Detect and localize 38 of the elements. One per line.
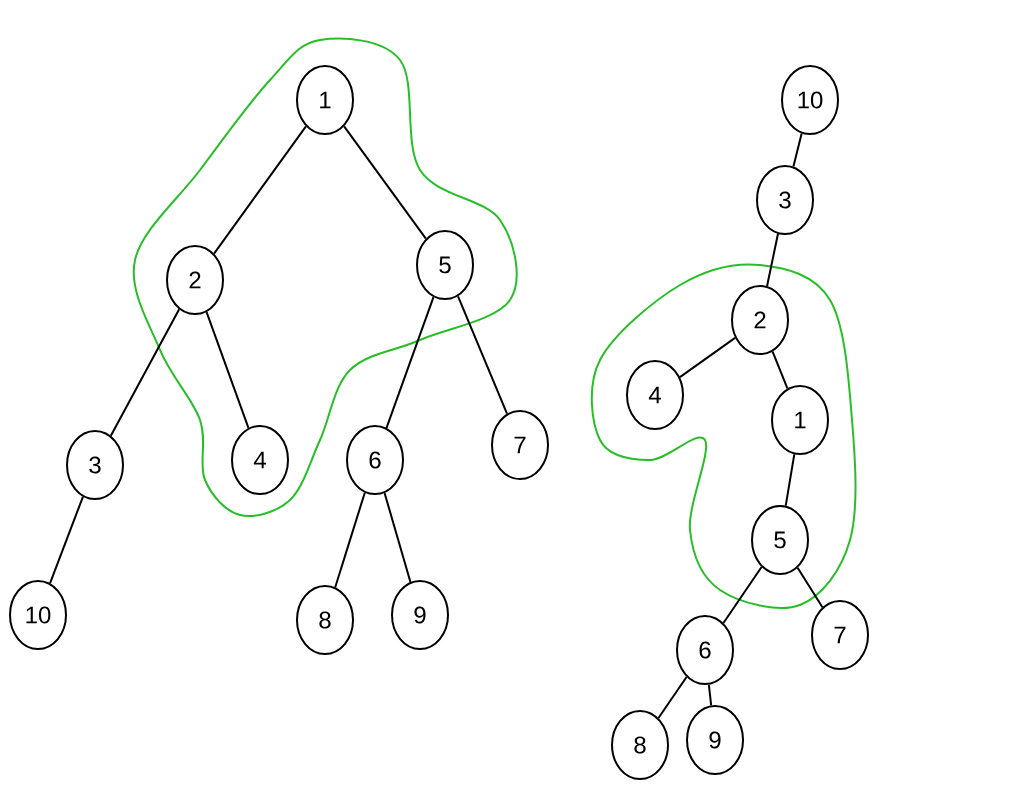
tree-node: 9 (686, 705, 744, 775)
tree-node: 2 (731, 285, 789, 355)
tree-node: 1 (771, 385, 829, 455)
edge-line (343, 125, 427, 240)
edge-line (213, 125, 307, 255)
tree-node: 7 (811, 600, 869, 670)
tree-node: 6 (346, 425, 404, 495)
edge-line (678, 336, 737, 379)
tree-node: 3 (756, 165, 814, 235)
tree-node: 10 (9, 580, 67, 650)
edge-line (771, 350, 789, 390)
tree-node: 8 (296, 585, 354, 655)
tree-node: 4 (626, 360, 684, 430)
edge-line (457, 295, 508, 415)
edge-line (796, 566, 824, 609)
tree-node: 3 (66, 430, 124, 500)
edge-line (784, 453, 796, 507)
edge-line (657, 676, 688, 719)
tree-node: 9 (391, 580, 449, 650)
tree-node: 5 (751, 505, 809, 575)
edge-line (766, 232, 779, 288)
edge-line (385, 296, 435, 429)
tree-node: 10 (781, 65, 839, 135)
edge-line (205, 311, 250, 429)
edge-line (722, 566, 763, 624)
edge-line (334, 491, 366, 589)
tree-node: 2 (166, 245, 224, 315)
tree-node: 1 (296, 65, 354, 135)
tree-node: 8 (611, 710, 669, 780)
tree-node: 6 (676, 615, 734, 685)
tree-node: 5 (416, 230, 474, 300)
edge-line (109, 308, 181, 437)
tree-node: 4 (231, 425, 289, 495)
edge-line (792, 132, 803, 168)
edge-line (707, 683, 713, 707)
edge-line (49, 495, 84, 585)
tree-node: 7 (491, 410, 549, 480)
edge-line (383, 492, 412, 583)
